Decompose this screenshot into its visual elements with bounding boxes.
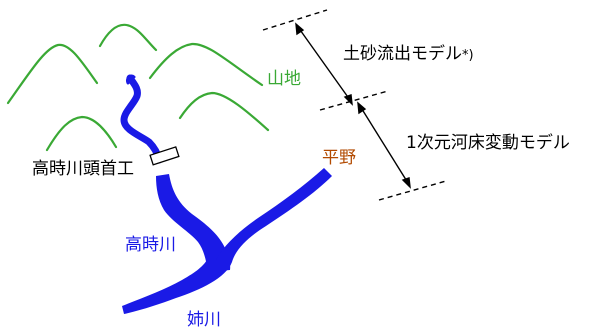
label-mountain: 山地 bbox=[267, 69, 301, 89]
label-riverbed-model: 1次元河床変動モデル bbox=[406, 132, 570, 153]
mountain-ridge-lower-left bbox=[45, 115, 118, 152]
arrow-head-sediment-bottom bbox=[343, 94, 353, 106]
arrow-head-riverbed-bottom bbox=[401, 177, 411, 189]
arrow-head-riverbed-top bbox=[357, 101, 367, 115]
mountain-ridge-top bbox=[98, 23, 158, 52]
mountains bbox=[6, 23, 270, 152]
model-boundaries bbox=[262, 9, 447, 201]
dashed-line-middle bbox=[319, 90, 389, 111]
arrow-riverbed-range bbox=[359, 105, 409, 184]
mountain-ridge-left bbox=[6, 43, 99, 105]
label-sediment-model-note: *) bbox=[462, 48, 474, 63]
headworks-marker bbox=[149, 146, 180, 166]
dashed-line-top bbox=[262, 9, 328, 31]
river-system bbox=[120, 74, 332, 314]
dashed-line-bottom bbox=[378, 180, 447, 201]
label-ane-river: 姉川 bbox=[187, 310, 221, 327]
label-sediment-model-text: 土砂流出モデル bbox=[343, 43, 462, 64]
river-upstream bbox=[120, 74, 163, 164]
mountain-ridge-lower-right bbox=[178, 91, 270, 132]
river-ane bbox=[122, 258, 232, 314]
arrow-sediment-range bbox=[297, 26, 351, 101]
label-takatoki-river: 高時川 bbox=[125, 235, 176, 255]
model-arrows bbox=[295, 22, 411, 189]
river-source bbox=[126, 74, 136, 85]
river-takatoki-lower bbox=[156, 174, 231, 272]
river-plain-branch bbox=[212, 168, 332, 268]
label-plain: 平野 bbox=[322, 148, 356, 168]
mountain-ridge-right bbox=[148, 42, 264, 87]
arrow-head-sediment-top bbox=[295, 22, 305, 36]
label-sediment-model: 土砂流出モデル*) bbox=[343, 43, 474, 64]
label-headworks: 高時川頭首工 bbox=[32, 159, 134, 179]
